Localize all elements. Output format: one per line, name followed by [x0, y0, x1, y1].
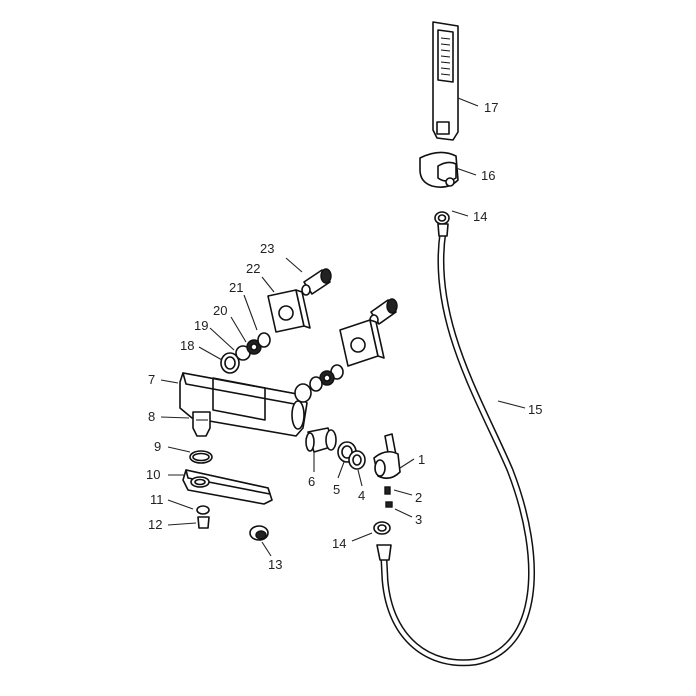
callout-12: 12 — [148, 517, 162, 532]
cap-3 — [385, 501, 393, 508]
connector-right — [294, 383, 312, 403]
mixer-body — [179, 372, 308, 437]
callout-14-bottom: 14 — [332, 536, 346, 551]
aerator-12 — [197, 516, 210, 529]
callout-20: 20 — [213, 303, 227, 318]
spout-10 — [182, 469, 273, 505]
callout-23: 23 — [260, 241, 274, 256]
ring-right-c — [309, 376, 323, 392]
callout-6: 6 — [308, 474, 315, 489]
callout-2: 2 — [415, 490, 422, 505]
set-screw-2 — [384, 486, 391, 495]
hand-shower — [432, 21, 459, 141]
rosette-22 — [267, 289, 311, 333]
callout-5: 5 — [333, 482, 340, 497]
ring-21 — [257, 332, 271, 348]
callout-22: 22 — [246, 261, 260, 276]
callout-17: 17 — [484, 100, 498, 115]
callouts: 17 16 14 15 23 22 21 20 19 18 7 8 9 10 1… — [146, 100, 542, 572]
callout-9: 9 — [154, 439, 161, 454]
callout-7: 7 — [148, 372, 155, 387]
callout-13: 13 — [268, 557, 282, 572]
leader-lines — [160, 97, 526, 557]
washer-11 — [196, 505, 210, 515]
callout-11: 11 — [150, 492, 164, 507]
callout-3: 3 — [415, 512, 422, 527]
callout-10: 10 — [146, 467, 160, 482]
s-union-23 — [301, 268, 332, 296]
rosette-right — [339, 319, 385, 367]
callout-15: 15 — [528, 402, 542, 417]
callout-8: 8 — [148, 409, 155, 424]
callout-4: 4 — [358, 488, 365, 503]
cap-13 — [249, 525, 269, 541]
shower-holder — [419, 151, 459, 188]
callout-18: 18 — [180, 338, 194, 353]
callout-19: 19 — [194, 318, 208, 333]
handle-1 — [373, 433, 401, 480]
shower-hose — [376, 223, 535, 667]
callout-1: 1 — [418, 452, 425, 467]
callout-16: 16 — [481, 168, 495, 183]
connector-8 — [192, 411, 211, 437]
callout-21: 21 — [229, 280, 243, 295]
callout-14-top: 14 — [473, 209, 487, 224]
cartridge-6 — [305, 427, 337, 453]
